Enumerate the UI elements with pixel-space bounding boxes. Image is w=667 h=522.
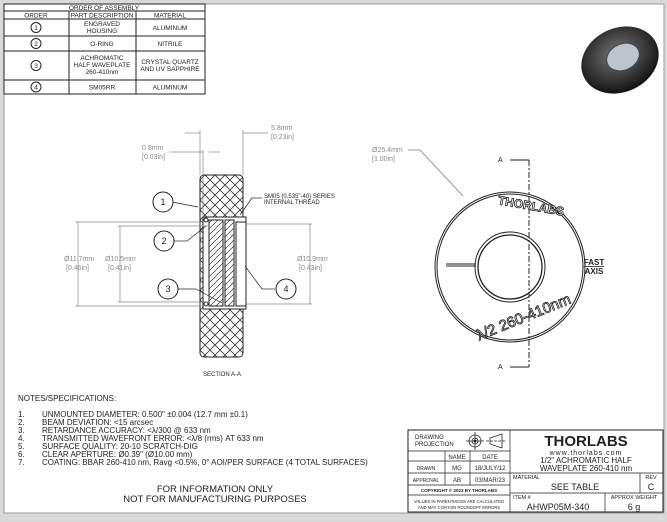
copyright: COPYRIGHT © 2023 BY THORLABS <box>421 487 497 493</box>
notes-heading: NOTES/SPECIFICATIONS: <box>18 394 116 403</box>
row-description: SM05RR <box>89 85 116 92</box>
assembly-table: ORDER OF ASSEMBLY ORDER PART DESCRIPTION… <box>3 3 206 95</box>
row-material: CRYSTAL QUARTZ <box>141 59 199 66</box>
note-number: 5. <box>18 442 25 451</box>
dim-outer-dia: Ø25.4mm <box>372 147 403 154</box>
row-order: 1 <box>34 25 38 32</box>
header-material: MATERIAL <box>154 13 186 20</box>
row-order: 4 <box>34 85 38 92</box>
dim-dia-10-9-in: [0.43in] <box>299 265 322 272</box>
note-text: TRANSMITTED WAVEFRONT ERROR: <λ/8 (rms) … <box>42 434 264 443</box>
item-label: ITEM # <box>513 495 532 501</box>
notes: NOTES/SPECIFICATIONS: 1. UNMOUNTED DIAMET… <box>18 394 368 505</box>
dim-dia-10-5-in: [0.41in] <box>108 265 131 272</box>
projection-label: DRAWING <box>415 435 444 441</box>
date-header: DATE <box>482 455 498 461</box>
dim-thickness: 5.8mm <box>271 125 293 132</box>
row-material: NITRILE <box>158 41 184 48</box>
note-number: 7. <box>18 458 25 467</box>
balloon-label: 1 <box>160 197 165 207</box>
dim-dia-10-5: Ø10.5mm <box>105 256 136 263</box>
dim-dia-10-9: Ø10.9mm <box>297 256 328 263</box>
balloon-3 <box>157 278 179 300</box>
balloon-4 <box>275 278 297 300</box>
part-title: 1/2" ACHROMATIC HALF <box>540 456 632 465</box>
note-text: CLEAR APERTURE: Ø0.39" (Ø10.00 mm) <box>42 450 193 459</box>
dim-dia-11-7-in: [0.46in] <box>66 265 89 272</box>
row-description: O-RING <box>90 41 113 48</box>
part-title: WAVEPLATE 260-410 nm <box>540 464 633 473</box>
title-block: DRAWING PROJECTION NAME DATE DRAWN MG 18… <box>407 429 664 513</box>
approval-name: AB <box>453 478 461 484</box>
balloon-label: 2 <box>161 236 166 246</box>
row-material: ALUMINUM <box>153 25 188 32</box>
row-order: 2 <box>34 41 38 48</box>
values-note: AND MAY CONTAIN ROUNDOFF ERRORS <box>418 505 501 510</box>
rev-value: C <box>648 482 655 492</box>
drawn-name: MG <box>452 466 462 472</box>
note-number: 4. <box>18 434 25 443</box>
approval-date: 03/MAR/23 <box>475 478 506 484</box>
disclaimer-line-2: NOT FOR MANUFACTURING PURPOSES <box>123 494 307 505</box>
name-header: NAME <box>448 455 465 461</box>
rev-label: REV <box>645 475 657 481</box>
section-marker-bottom: A <box>498 364 503 371</box>
drawn-date: 18/JULY/12 <box>475 466 507 472</box>
note-number: 6. <box>18 450 25 459</box>
note-text: BEAM DEVIATION: <15 arcsec <box>42 418 153 427</box>
row-material: AND UV SAPPHIRE <box>140 66 200 73</box>
row-description: HALF WAVEPLATE <box>74 62 132 69</box>
thorlabs-logo: THORLABS <box>544 433 627 450</box>
disclaimer-line-1: FOR INFORMATION ONLY <box>157 484 274 495</box>
approval-label: APPROVAL <box>413 478 440 484</box>
section-label: SECTION A-A <box>203 372 241 378</box>
thread-note: INTERNAL THREAD <box>264 200 320 206</box>
projection-label: PROJECTION <box>415 442 454 448</box>
values-note: VALUES IN PARENTHESIS ARE CALCULATED <box>414 499 504 504</box>
dim-dia-11-7: Ø11.7mm <box>64 256 94 263</box>
product-photo <box>581 26 659 94</box>
dim-outer-dia-in: [1.00in] <box>372 156 395 163</box>
note-text: RETARDANCE ACCURACY: <λ/300 @ 633 nm <box>42 426 211 435</box>
note-number: 1. <box>18 410 25 419</box>
dim-oring: 0.8mm <box>142 145 164 152</box>
notes-list: 1. UNMOUNTED DIAMETER: 0.500" ±0.004 (12.… <box>18 410 368 467</box>
row-description: ACHROMATIC <box>80 55 124 62</box>
weight-label: APPROX WEIGHT <box>611 495 658 501</box>
balloon-2 <box>153 230 175 252</box>
engraving-fast: FAST <box>584 258 605 267</box>
row-order: 3 <box>34 63 38 70</box>
note-text: COATING: BBAR 260-410 nm, Ravg <0.5%, 0°… <box>42 458 368 467</box>
engraving-axis: AXIS <box>585 267 604 276</box>
balloon-label: 4 <box>283 284 288 294</box>
row-description: ENGRAVED <box>84 21 120 28</box>
balloon-label: 3 <box>165 284 170 294</box>
section-view: 1 2 3 4 5.8mm [0.23in] 0.8mm [0.03in] SM… <box>64 125 335 378</box>
sheet-frame <box>3 3 665 514</box>
section-marker-top: A <box>498 157 503 164</box>
note-text: SURFACE QUALITY: 20-10 SCRATCH-DIG <box>42 442 198 451</box>
balloon-1 <box>152 191 174 213</box>
header-order: ORDER <box>24 13 48 20</box>
table-title: ORDER OF ASSEMBLY <box>69 5 140 12</box>
header-description: PART DESCRIPTION <box>71 13 134 20</box>
thread-note: SM05 (0.535"-40) SERIES <box>264 194 335 200</box>
item-number: AHWP05M-340 <box>527 502 590 512</box>
note-number: 2. <box>18 418 25 427</box>
website: www.thorlabs.com <box>549 450 623 457</box>
projection-symbol-icon <box>466 432 505 450</box>
dim-thickness-in: [0.23in] <box>271 134 294 141</box>
row-description: HOUSING <box>87 28 117 35</box>
dim-oring-in: [0.03in] <box>142 154 165 161</box>
row-description: 260-410nm <box>86 69 119 76</box>
drawn-label: DRAWN <box>417 466 436 472</box>
weight-value: 6 g <box>628 502 641 512</box>
row-material: ALUMINUM <box>153 85 188 92</box>
material-label: MATERIAL <box>513 475 540 481</box>
note-number: 3. <box>18 426 25 435</box>
material-value: SEE TABLE <box>551 482 599 492</box>
note-text: UNMOUNTED DIAMETER: 0.500" ±0.004 (12.7 … <box>42 410 248 419</box>
